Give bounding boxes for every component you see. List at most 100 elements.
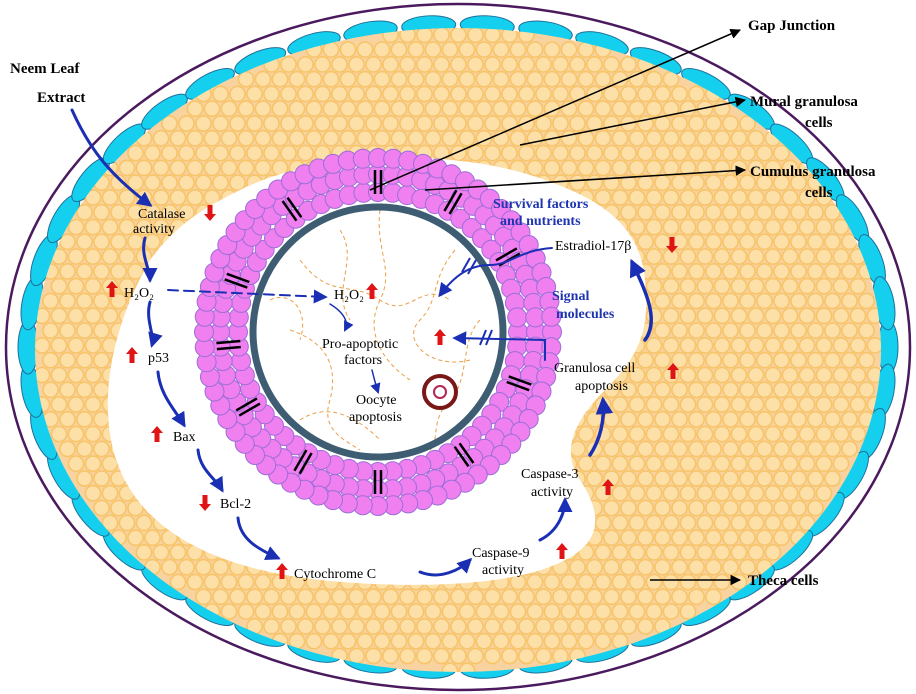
granulosa-cell bbox=[570, 146, 585, 161]
granulosa-cell bbox=[714, 545, 729, 560]
granulosa-cell bbox=[85, 249, 100, 264]
granulosa-cell bbox=[128, 441, 143, 456]
granulosa-cell bbox=[306, 131, 321, 146]
granulosa-cell bbox=[765, 486, 780, 501]
granulosa-cell bbox=[808, 471, 823, 486]
granulosa-cell bbox=[306, 545, 321, 560]
granulosa-cell bbox=[323, 515, 338, 530]
granulosa-cell bbox=[748, 486, 763, 501]
granulosa-cell bbox=[646, 456, 661, 471]
caspase9-label-1: Caspase-9 bbox=[472, 546, 530, 561]
granulosa-cell bbox=[791, 323, 806, 338]
granulosa-cell bbox=[417, 589, 432, 604]
granulosa-cell bbox=[374, 634, 389, 649]
granulosa-cell bbox=[680, 545, 695, 560]
granulosa-cell bbox=[77, 323, 92, 338]
granulosa-cell bbox=[595, 279, 610, 294]
granulosa-cell bbox=[502, 146, 517, 161]
granulosa-cell bbox=[510, 160, 525, 175]
granulosa-cell bbox=[374, 574, 389, 589]
granulosa-cell bbox=[315, 57, 330, 72]
granulosa-cell bbox=[774, 264, 789, 279]
granulosa-cell bbox=[400, 27, 415, 42]
granulosa-cell bbox=[340, 72, 355, 87]
granulosa-cell bbox=[170, 249, 185, 264]
granulosa-cell bbox=[340, 42, 355, 57]
granulosa-cell bbox=[646, 367, 661, 382]
gap-junction-label: Gap Junction bbox=[748, 18, 836, 34]
granulosa-cell bbox=[68, 308, 83, 323]
granulosa-cell bbox=[383, 560, 398, 575]
granulosa-cell bbox=[434, 589, 449, 604]
granulosa-cell bbox=[383, 27, 398, 42]
granulosa-cell bbox=[119, 249, 134, 264]
granulosa-cell bbox=[680, 190, 695, 205]
granulosa-cell bbox=[663, 279, 678, 294]
granulosa-cell bbox=[459, 634, 474, 649]
granulosa-cell bbox=[680, 279, 695, 294]
granulosa-cell bbox=[502, 175, 517, 190]
granulosa-cell bbox=[757, 530, 772, 545]
granulosa-cell bbox=[434, 86, 449, 101]
granulosa-cell bbox=[723, 471, 738, 486]
granulosa-cell bbox=[646, 249, 661, 264]
granulosa-cell bbox=[485, 589, 500, 604]
granulosa-cell bbox=[204, 545, 219, 560]
granulosa-cell bbox=[723, 353, 738, 368]
granulosa-cell bbox=[825, 471, 840, 486]
granulosa-cell bbox=[221, 190, 236, 205]
granulosa-cell bbox=[196, 412, 211, 427]
granulosa-cell bbox=[493, 72, 508, 87]
granulosa-cell bbox=[731, 308, 746, 323]
granulosa-cell bbox=[731, 338, 746, 353]
granulosa-cell bbox=[604, 205, 619, 220]
granulosa-cell bbox=[646, 220, 661, 235]
granulosa-cell bbox=[136, 397, 151, 412]
granulosa-cell bbox=[60, 353, 75, 368]
granulosa-cell bbox=[323, 634, 338, 649]
granulosa-cell bbox=[485, 116, 500, 131]
granulosa-cell bbox=[281, 501, 296, 516]
granulosa-cell bbox=[179, 501, 194, 516]
granulosa-cell bbox=[791, 441, 806, 456]
granulosa-cell bbox=[264, 86, 279, 101]
granulosa-cell bbox=[255, 574, 270, 589]
granulosa-cell bbox=[748, 427, 763, 442]
granulosa-cell bbox=[808, 234, 823, 249]
granulosa-cell bbox=[765, 397, 780, 412]
granulosa-cell bbox=[179, 323, 194, 338]
granulosa-cell bbox=[680, 101, 695, 116]
granulosa-cell bbox=[808, 412, 823, 427]
granulosa-cell bbox=[442, 545, 457, 560]
granulosa-cell bbox=[264, 116, 279, 131]
granulosa-cell bbox=[833, 220, 848, 235]
granulosa-cell bbox=[417, 86, 432, 101]
granulosa-cell bbox=[612, 515, 627, 530]
granulosa-cell bbox=[638, 175, 653, 190]
granulosa-cell bbox=[298, 86, 313, 101]
granulosa-cell bbox=[757, 441, 772, 456]
granulosa-cell bbox=[434, 27, 449, 42]
granulosa-cell bbox=[60, 264, 75, 279]
granulosa-cell bbox=[544, 72, 559, 87]
granulosa-cell bbox=[697, 486, 712, 501]
granulosa-cell bbox=[315, 619, 330, 634]
granulosa-cell bbox=[77, 234, 92, 249]
granulosa-cell bbox=[570, 501, 585, 516]
granulosa-cell bbox=[544, 574, 559, 589]
granulosa-cell bbox=[680, 515, 695, 530]
granulosa-cell bbox=[85, 338, 100, 353]
granulosa-cell bbox=[442, 131, 457, 146]
granulosa-cell bbox=[544, 545, 559, 560]
granulosa-cell bbox=[408, 131, 423, 146]
granulosa-cell bbox=[519, 27, 534, 42]
granulosa-cell bbox=[723, 323, 738, 338]
granulosa-cell bbox=[289, 131, 304, 146]
granulosa-cell bbox=[731, 190, 746, 205]
granulosa-cell bbox=[145, 146, 160, 161]
granulosa-cell bbox=[672, 471, 687, 486]
granulosa-cell bbox=[757, 234, 772, 249]
granulosa-cell bbox=[162, 501, 177, 516]
granulosa-cell bbox=[680, 486, 695, 501]
granulosa-cell bbox=[731, 160, 746, 175]
